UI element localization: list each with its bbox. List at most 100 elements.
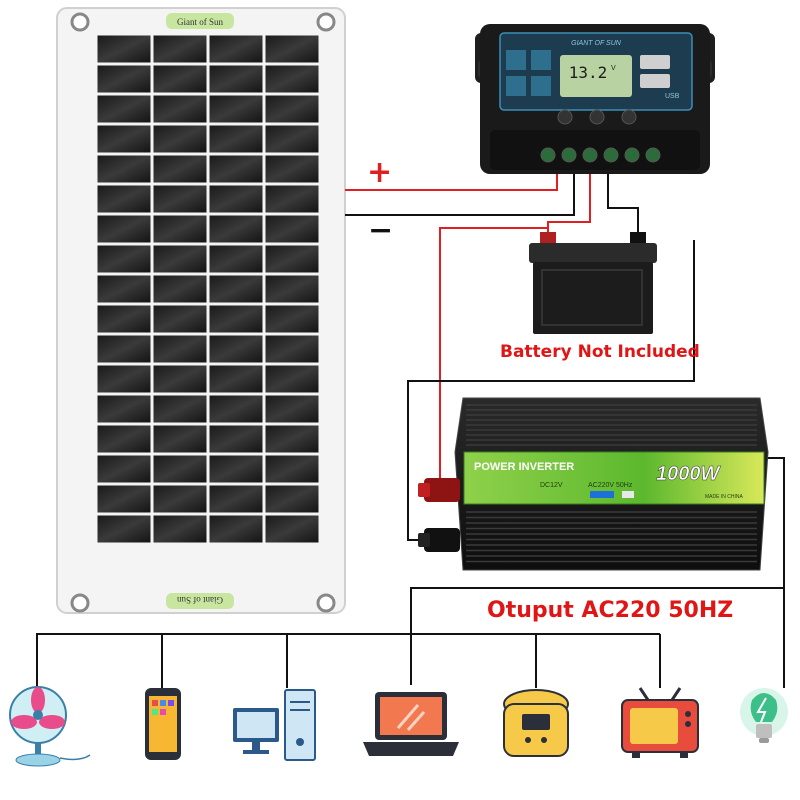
solar-cell xyxy=(265,425,319,453)
solar-cell xyxy=(97,455,151,483)
controller-button[interactable] xyxy=(621,109,637,125)
inverter-title: POWER INVERTER xyxy=(474,461,574,473)
solar-cell xyxy=(209,515,263,543)
controller-usb-label: USB xyxy=(665,93,680,100)
solar-cell xyxy=(97,425,151,453)
panel-grommet xyxy=(316,12,336,32)
solar-cell xyxy=(265,65,319,93)
solar-cell xyxy=(153,185,207,213)
battery xyxy=(529,232,657,334)
solar-cell xyxy=(265,365,319,393)
phone-icon xyxy=(145,688,181,760)
solar-cell xyxy=(153,515,207,543)
solar-cell xyxy=(97,155,151,183)
solar-cell xyxy=(265,125,319,153)
inverter-positive-wire xyxy=(439,227,548,488)
solar-cell xyxy=(209,485,263,513)
desktop-computer-icon xyxy=(233,689,316,761)
solar-cell xyxy=(97,95,151,123)
power-inverter: POWER INVERTER 1000W DC12V AC220V 50Hz M… xyxy=(418,397,769,571)
solar-cell xyxy=(153,215,207,243)
solar-cell xyxy=(209,35,263,63)
panel-cell-grid xyxy=(97,35,319,543)
solar-cell xyxy=(153,395,207,423)
solar-cell xyxy=(153,125,207,153)
solar-cell xyxy=(97,65,151,93)
panel-grommet xyxy=(316,593,336,613)
solar-cell xyxy=(153,95,207,123)
solar-cell xyxy=(153,275,207,303)
solar-cell xyxy=(209,185,263,213)
solar-cell xyxy=(97,125,151,153)
solar-cell xyxy=(153,485,207,513)
solar-cell xyxy=(265,395,319,423)
solar-cell xyxy=(209,455,263,483)
panel-positive-wire xyxy=(345,172,558,191)
solar-cell xyxy=(265,275,319,303)
solar-panel: Giant of Sun Giant of Sun xyxy=(56,7,346,614)
solar-cell xyxy=(97,35,151,63)
solar-cell xyxy=(153,305,207,333)
solar-cell xyxy=(265,335,319,363)
controller-display-value: 13.2 xyxy=(569,63,608,82)
solar-cell xyxy=(209,365,263,393)
solar-cell xyxy=(97,365,151,393)
solar-cell xyxy=(209,305,263,333)
solar-cell xyxy=(265,35,319,63)
charge-controller: GIANT OF SUN 13.2 V USB xyxy=(475,24,715,174)
solar-cell xyxy=(209,155,263,183)
fan-icon xyxy=(9,686,91,767)
battery-not-included-note: Battery Not Included xyxy=(500,342,700,362)
solar-cell xyxy=(97,305,151,333)
solar-cell xyxy=(97,335,151,363)
wiring xyxy=(36,172,785,690)
battery-negative-wire xyxy=(607,172,639,238)
solar-cell xyxy=(209,425,263,453)
solar-cell xyxy=(265,485,319,513)
solar-cell xyxy=(153,455,207,483)
solar-cell xyxy=(265,245,319,273)
solar-cell xyxy=(153,365,207,393)
inverter-positive-terminal xyxy=(424,478,460,502)
solar-cell xyxy=(97,215,151,243)
solar-cell xyxy=(265,185,319,213)
solar-cell xyxy=(209,215,263,243)
inverter-made-in: MADE IN CHINA xyxy=(705,494,743,500)
inverter-spec-in: DC12V xyxy=(540,482,563,489)
negative-label: − xyxy=(368,213,394,248)
solar-cell xyxy=(209,335,263,363)
ac-output-wire xyxy=(410,587,784,685)
solar-cell xyxy=(209,275,263,303)
light-bulb-icon xyxy=(740,688,788,743)
solar-cell xyxy=(97,275,151,303)
solar-cell xyxy=(97,245,151,273)
solar-cell xyxy=(265,95,319,123)
solar-cell xyxy=(97,515,151,543)
controller-brand: GIANT OF SUN xyxy=(571,40,622,47)
controller-display-unit: V xyxy=(611,65,616,72)
solar-cell xyxy=(153,425,207,453)
solar-cell xyxy=(97,395,151,423)
inverter-spec-out: AC220V 50Hz xyxy=(588,482,633,489)
solar-cell xyxy=(265,305,319,333)
output-label: Otuput AC220 50HZ xyxy=(487,598,734,623)
solar-cell xyxy=(209,125,263,153)
panel-grommet xyxy=(70,12,90,32)
ac-output-wire xyxy=(768,457,785,688)
solar-cell xyxy=(153,155,207,183)
solar-cell xyxy=(209,245,263,273)
solar-cell xyxy=(153,335,207,363)
solar-cell xyxy=(153,65,207,93)
panel-brand-bottom: Giant of Sun xyxy=(177,595,223,605)
solar-cell xyxy=(97,485,151,513)
controller-button[interactable] xyxy=(589,109,605,125)
solar-cell xyxy=(265,155,319,183)
inverter-negative-terminal xyxy=(424,528,460,552)
panel-brand-top: Giant of Sun xyxy=(177,17,223,27)
solar-cell xyxy=(153,245,207,273)
solar-cell xyxy=(153,35,207,63)
solar-cell xyxy=(209,65,263,93)
controller-button[interactable] xyxy=(557,109,573,125)
solar-cell xyxy=(265,515,319,543)
